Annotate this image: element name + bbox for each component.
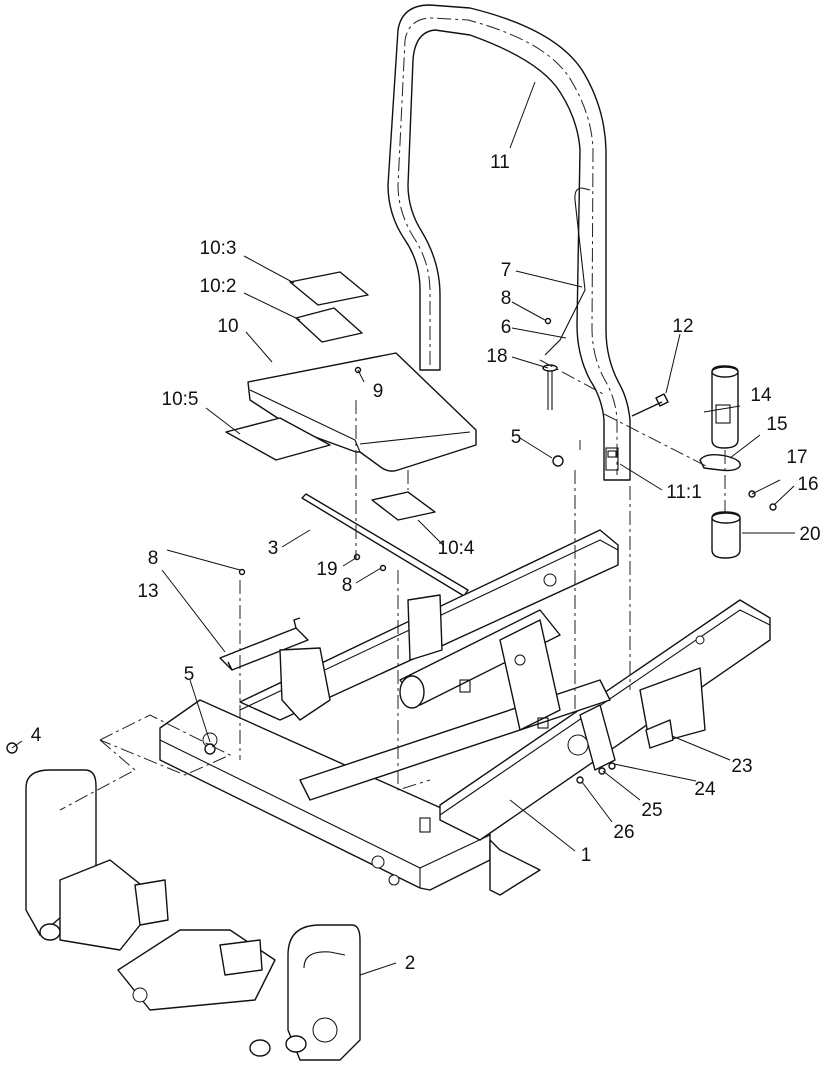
callout-7: 7 (501, 260, 512, 281)
callout-18: 18 (486, 346, 507, 367)
decal-10-5 (225, 417, 331, 461)
callout-25: 25 (641, 800, 662, 821)
screw-26 (576, 776, 584, 784)
callout-26: 26 (613, 822, 634, 843)
callout-labels: 11 10:3 10:2 10 10:5 9 7 8 6 18 12 14 15… (31, 152, 821, 974)
clamp-15 (699, 453, 741, 472)
alignment-lines (59, 359, 726, 811)
front-axle-assembly (25, 769, 361, 1061)
bolt-16 (769, 503, 777, 511)
screw-8c (238, 568, 246, 576)
decal-10-4 (371, 491, 436, 521)
washer-24 (608, 762, 616, 770)
callout-10: 10 (217, 316, 238, 337)
nut-5a (552, 455, 564, 467)
callout-16: 16 (797, 474, 818, 495)
callout-5b: 5 (184, 664, 195, 685)
bolt-12 (631, 393, 669, 417)
control-bracket (219, 617, 309, 671)
callout-5a: 5 (511, 427, 522, 448)
callout-6: 6 (501, 317, 512, 338)
main-frame (159, 529, 771, 896)
nut-5b (204, 743, 216, 755)
callout-10-4: 10:4 (438, 538, 475, 559)
callout-10-5: 10:5 (162, 389, 199, 410)
callout-10-2: 10:2 (200, 276, 237, 297)
callout-11: 11 (490, 152, 510, 173)
callout-1: 1 (581, 845, 592, 866)
callout-8a: 8 (501, 288, 512, 309)
support-strap (301, 493, 469, 597)
callout-15: 15 (766, 414, 787, 435)
leader-lines (11, 81, 795, 976)
wire-7 (544, 187, 591, 356)
callout-23: 23 (731, 756, 752, 777)
callout-17: 17 (786, 447, 807, 468)
floor-pan (225, 271, 477, 521)
callout-10-3: 10:3 (200, 238, 237, 259)
callout-2: 2 (405, 953, 416, 974)
roll-bar (387, 4, 631, 481)
callout-3: 3 (268, 538, 279, 559)
screw-8b (379, 564, 387, 572)
callout-4: 4 (31, 725, 42, 746)
sleeve-20 (711, 511, 741, 559)
callout-12: 12 (672, 316, 693, 337)
callout-9: 9 (373, 381, 384, 402)
callout-13: 13 (137, 581, 158, 602)
washer-25 (598, 767, 606, 775)
screw-8a (544, 317, 552, 325)
callout-19: 19 (316, 559, 337, 580)
callout-14: 14 (750, 385, 772, 406)
callout-11-1: 11:1 (666, 482, 702, 503)
bolt-18 (547, 370, 553, 410)
callout-8b: 8 (342, 575, 353, 596)
canister-14 (711, 365, 739, 449)
callout-20: 20 (799, 524, 820, 545)
decal-10-3 (289, 271, 369, 306)
callout-24: 24 (694, 779, 716, 800)
bracket-23 (645, 719, 674, 749)
decal-10-2 (295, 307, 363, 343)
callout-8c: 8 (148, 548, 159, 569)
